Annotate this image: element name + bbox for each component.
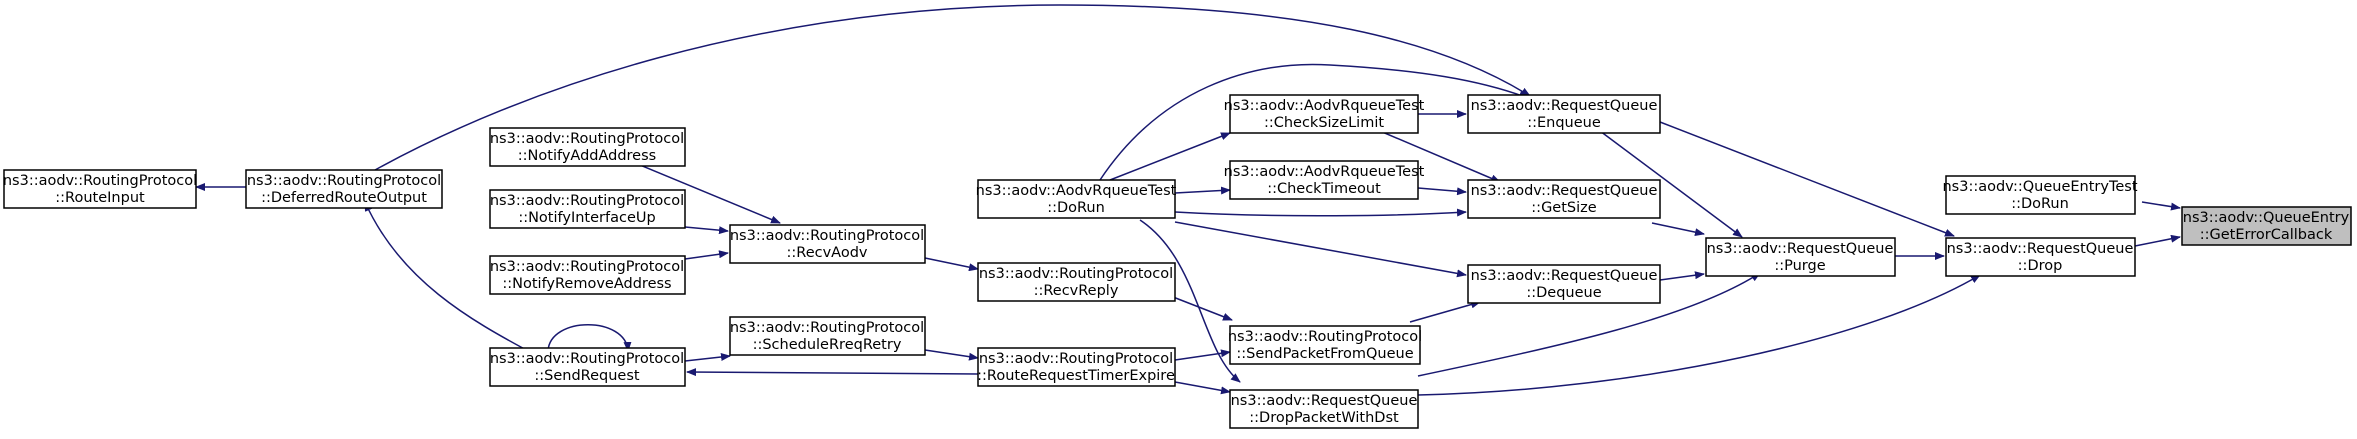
- edge-timer-to-sendrequest: [686, 368, 979, 377]
- node-recv-reply-line2: ::RecvReply: [1034, 283, 1119, 299]
- node-purge-line1: ns3::aodv::RequestQueue: [1707, 241, 1894, 257]
- node-drop[interactable]: ns3::aodv::RequestQueue ::Drop: [1945, 237, 2136, 277]
- edge-qetest-to-geterror: [2141, 201, 2181, 211]
- node-get-size-line1: ns3::aodv::RequestQueue: [1471, 183, 1658, 199]
- node-drop-packet-with-dst[interactable]: ns3::aodv::RequestQueue ::DropPacketWith…: [1229, 389, 1419, 429]
- node-notify-add-address-line1: ns3::aodv::RoutingProtocol: [490, 131, 684, 147]
- edge-recvaodv-to-recvreply: [924, 257, 979, 272]
- node-purge-line2: ::Purge: [1774, 258, 1825, 274]
- node-notify-interface-up[interactable]: ns3::aodv::RoutingProtocol ::NotifyInter…: [489, 189, 686, 229]
- node-get-error-callback[interactable]: ns3::aodv::QueueEntry ::GetErrorCallback: [2181, 206, 2352, 246]
- node-check-size-limit-line1: ns3::aodv::AodvRqueueTest: [1224, 98, 1425, 114]
- node-route-input-line1: ns3::aodv::RoutingProtocol: [3, 173, 197, 189]
- node-route-request-timer-line1: ns3::aodv::RoutingProtocol: [979, 351, 1173, 367]
- node-notify-add-address-line2: ::NotifyAddAddress: [518, 148, 656, 164]
- edge-enqueue-to-drop: [1659, 121, 1955, 237]
- node-send-request-line1: ns3::aodv::RoutingProtocol: [490, 351, 684, 367]
- node-drop-packet-with-dst-line1: ns3::aodv::RequestQueue: [1231, 393, 1418, 409]
- node-do-run-rqueue-line1: ns3::aodv::AodvRqueueTest: [976, 183, 1177, 199]
- edge-notifyadd-to-recvaodv: [634, 162, 781, 224]
- node-enqueue[interactable]: ns3::aodv::RequestQueue ::Enqueue: [1467, 94, 1661, 134]
- edge-droppacket-to-purge: [1417, 272, 1761, 377]
- node-schedule-rreq-retry-line1: ns3::aodv::RoutingProtocol: [730, 320, 924, 336]
- edge-sendrequest-to-deferred: [364, 201, 533, 354]
- node-queue-entry-test-line2: ::DoRun: [2011, 196, 2069, 212]
- edge-timer-to-sendpacket: [1174, 349, 1231, 361]
- node-schedule-rreq-retry[interactable]: ns3::aodv::RoutingProtocol ::ScheduleRre…: [729, 316, 926, 356]
- node-check-timeout-line1: ns3::aodv::AodvRqueueTest: [1224, 164, 1425, 180]
- node-dequeue[interactable]: ns3::aodv::RequestQueue ::Dequeue: [1467, 264, 1661, 304]
- node-notify-remove-address-line2: ::NotifyRemoveAddress: [502, 276, 671, 292]
- edge-deferred-to-enqueue: [374, 4, 1531, 171]
- node-get-error-callback-line2: ::GetErrorCallback: [2200, 227, 2333, 243]
- edge-sendrequest-self: [547, 324, 632, 352]
- edge-notifyremove-to-recvaodv: [684, 250, 729, 260]
- node-check-size-limit[interactable]: ns3::aodv::AodvRqueueTest ::CheckSizeLim…: [1224, 94, 1425, 134]
- node-route-request-timer-line2: ::RouteRequestTimerExpire: [977, 368, 1175, 384]
- edge-droppacket-to-drop: [1417, 274, 1981, 396]
- node-check-size-limit-line2: ::CheckSizeLimit: [1264, 115, 1384, 131]
- node-deferred-route-output[interactable]: ns3::aodv::RoutingProtocol ::DeferredRou…: [245, 169, 443, 209]
- node-recv-reply-line1: ns3::aodv::RoutingProtocol: [979, 266, 1173, 282]
- edge-dorun-to-droppacket: [1139, 219, 1241, 383]
- edge-dorun-to-checksize: [1109, 132, 1231, 181]
- node-dequeue-line1: ns3::aodv::RequestQueue: [1471, 268, 1658, 284]
- node-drop-line1: ns3::aodv::RequestQueue: [1947, 241, 2134, 257]
- node-route-request-timer-expire[interactable]: ns3::aodv::RoutingProtocol ::RouteReques…: [977, 347, 1176, 387]
- node-notify-remove-address-line1: ns3::aodv::RoutingProtocol: [490, 259, 684, 275]
- edge-schedule-to-timer: [924, 349, 979, 361]
- node-recv-aodv-line1: ns3::aodv::RoutingProtocol: [730, 228, 924, 244]
- node-route-input[interactable]: ns3::aodv::RoutingProtocol ::RouteInput: [3, 169, 197, 209]
- node-notify-interface-up-line2: ::NotifyInterfaceUp: [518, 210, 655, 226]
- node-deferred-route-output-line2: ::DeferredRouteOutput: [261, 190, 427, 206]
- node-get-size[interactable]: ns3::aodv::RequestQueue ::GetSize: [1467, 179, 1661, 219]
- edge-getsize-to-purge: [1651, 222, 1705, 237]
- node-recv-reply[interactable]: ns3::aodv::RoutingProtocol ::RecvReply: [977, 262, 1176, 302]
- node-get-error-callback-line1: ns3::aodv::QueueEntry: [2183, 210, 2350, 226]
- edge-dorun-to-getsize: [1174, 208, 1467, 217]
- node-notify-remove-address[interactable]: ns3::aodv::RoutingProtocol ::NotifyRemov…: [489, 255, 686, 295]
- node-recv-aodv-line2: ::RecvAodv: [787, 245, 868, 261]
- edge-dorun-to-dequeue: [1174, 221, 1467, 278]
- node-deferred-route-output-line1: ns3::aodv::RoutingProtocol: [247, 173, 441, 189]
- edge-timer-to-droppacket: [1174, 381, 1231, 395]
- node-send-request[interactable]: ns3::aodv::RoutingProtocol ::SendRequest: [489, 347, 686, 387]
- edge-drop-to-geterror: [2134, 234, 2181, 247]
- node-check-timeout-line2: ::CheckTimeout: [1267, 181, 1381, 197]
- edge-checksize-to-getsize: [1379, 130, 1501, 183]
- edge-notifyup-to-recvaodv: [684, 226, 729, 235]
- node-enqueue-line1: ns3::aodv::RequestQueue: [1471, 98, 1658, 114]
- node-check-timeout[interactable]: ns3::aodv::AodvRqueueTest ::CheckTimeout: [1224, 160, 1425, 200]
- edge-dorun-to-checktimeout: [1174, 186, 1231, 195]
- node-queue-entry-test-do-run[interactable]: ns3::aodv::QueueEntryTest ::DoRun: [1942, 175, 2138, 215]
- node-do-run-rqueue-line2: ::DoRun: [1047, 200, 1105, 216]
- node-send-packet-from-queue-line2: ::SendPacketFromQueue: [1236, 346, 1413, 362]
- node-queue-entry-test-line1: ns3::aodv::QueueEntryTest: [1942, 179, 2137, 195]
- node-send-request-line2: ::SendRequest: [534, 368, 640, 384]
- edge-sendrequest-to-schedule: [684, 353, 731, 362]
- edge-enqueue-to-purge: [1599, 130, 1743, 238]
- node-send-packet-from-queue-line1: ns3::aodv::RoutingProtocol: [1228, 329, 1422, 345]
- edge-dequeue-to-purge: [1659, 271, 1705, 281]
- node-route-input-line2: ::RouteInput: [55, 190, 145, 206]
- edge-dorun-to-enqueue: [1099, 63, 1529, 181]
- node-enqueue-line2: ::Enqueue: [1527, 115, 1601, 131]
- node-drop-packet-with-dst-line2: ::DropPacketWithDst: [1249, 410, 1399, 426]
- node-schedule-rreq-retry-line2: ::ScheduleRreqRetry: [753, 337, 902, 353]
- node-notify-add-address[interactable]: ns3::aodv::RoutingProtocol ::NotifyAddAd…: [489, 127, 686, 167]
- node-recv-aodv[interactable]: ns3::aodv::RoutingProtocol ::RecvAodv: [729, 224, 926, 264]
- node-send-packet-from-queue[interactable]: ns3::aodv::RoutingProtocol ::SendPacketF…: [1228, 325, 1422, 365]
- node-drop-line2: ::Drop: [2018, 258, 2063, 274]
- edge-sendpacket-to-dequeue: [1409, 300, 1481, 323]
- node-purge[interactable]: ns3::aodv::RequestQueue ::Purge: [1705, 237, 1896, 277]
- node-dequeue-line2: ::Dequeue: [1526, 285, 1601, 301]
- edge-checktimeout-to-getsize: [1417, 187, 1467, 196]
- node-do-run-rqueue[interactable]: ns3::aodv::AodvRqueueTest ::DoRun: [976, 179, 1177, 219]
- node-get-size-line2: ::GetSize: [1531, 200, 1596, 216]
- node-notify-interface-up-line1: ns3::aodv::RoutingProtocol: [490, 193, 684, 209]
